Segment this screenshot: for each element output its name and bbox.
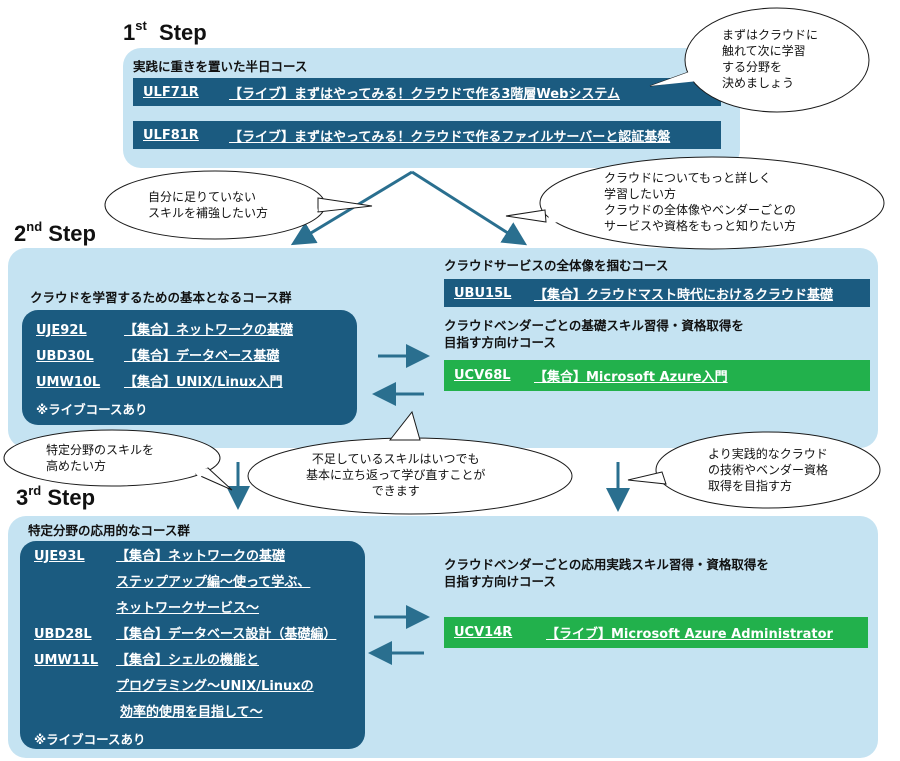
- course-code[interactable]: UCV14R: [454, 625, 513, 640]
- course-title[interactable]: 【集合】ネットワークの基礎: [124, 323, 294, 338]
- course-row[interactable]: UJE92L 【集合】ネットワークの基礎: [36, 322, 293, 340]
- course-title[interactable]: ネットワークサービス～: [116, 601, 260, 616]
- course-row-continued[interactable]: 効率的使用を目指して～: [34, 704, 263, 722]
- course-title[interactable]: 【集合】UNIX/Linux入門: [124, 375, 283, 390]
- course-title[interactable]: 【集合】データベース基礎: [124, 349, 280, 364]
- course-title[interactable]: 【ライブ】まずはやってみる！クラウドで作る3階層Webシステム: [229, 86, 621, 102]
- bubble-mid-right: [505, 156, 885, 250]
- course-title[interactable]: 【ライブ】Microsoft Azure Administrator: [546, 627, 833, 642]
- branch-arrow-right: [411, 170, 528, 246]
- step1-heading: 実践に重きを置いた半日コース: [133, 59, 308, 74]
- bubble-low-left: [3, 429, 233, 491]
- course-row[interactable]: UMW10L 【集合】UNIX/Linux入門: [36, 374, 283, 392]
- course-code[interactable]: UMW10L: [36, 375, 101, 390]
- course-row[interactable]: UBD30L 【集合】データベース基礎: [36, 348, 279, 366]
- course-code[interactable]: UJE92L: [36, 323, 87, 338]
- step2-title: 2nd Step: [14, 219, 96, 246]
- bubble-low-left-text: 特定分野のスキルを 高めたい方: [46, 443, 155, 473]
- step1-title: 1st Step: [123, 18, 207, 45]
- step2-left-heading: クラウドを学習するための基本となるコース群: [30, 290, 292, 305]
- course-ucv14r[interactable]: UCV14R 【ライブ】Microsoft Azure Administrato…: [444, 617, 868, 648]
- course-title[interactable]: 【集合】ネットワークの基礎: [116, 549, 286, 564]
- bubble-mid-left: [104, 170, 373, 240]
- step3-left-heading: 特定分野の応用的なコース群: [28, 523, 190, 538]
- step3-right-heading: クラウドベンダーごとの応用実践スキル習得・資格取得を 目指す方向けコース: [444, 557, 769, 589]
- course-title[interactable]: 【集合】データベース設計（基礎編）: [116, 627, 337, 642]
- course-ulf81r[interactable]: ULF81R 【ライブ】まずはやってみる！クラウドで作るファイルサーバーと認証基…: [133, 121, 721, 149]
- bubble-low-right: [627, 431, 881, 509]
- course-code[interactable]: UBD30L: [36, 349, 94, 364]
- course-title[interactable]: プログラミング～UNIX/Linuxの: [116, 679, 314, 694]
- course-row-continued[interactable]: プログラミング～UNIX/Linuxの: [34, 678, 314, 696]
- course-title[interactable]: 【集合】クラウドマスト時代におけるクラウド基礎: [534, 287, 834, 303]
- bubble-low-center: [247, 410, 573, 515]
- course-code[interactable]: UCV68L: [454, 368, 511, 383]
- bubble-top-right: [649, 7, 870, 113]
- course-code[interactable]: UBU15L: [454, 285, 512, 301]
- course-title[interactable]: 【集合】シェルの機能と: [116, 653, 260, 668]
- bubble-mid-left-text: 自分に足りていない スキルを補強したい方: [148, 190, 269, 220]
- course-title[interactable]: 【ライブ】まずはやってみる！クラウドで作るファイルサーバーと認証基盤: [229, 129, 671, 145]
- course-code[interactable]: ULF81R: [143, 127, 199, 143]
- course-title[interactable]: 【集合】Microsoft Azure入門: [534, 370, 728, 385]
- course-row[interactable]: UJE93L 【集合】ネットワークの基礎: [34, 548, 285, 566]
- course-code[interactable]: UBD28L: [34, 627, 92, 642]
- live-course-note: ※ライブコースあり: [36, 402, 148, 417]
- course-row[interactable]: UBD28L 【集合】データベース設計（基礎編）: [34, 626, 336, 644]
- course-code[interactable]: UMW11L: [34, 653, 99, 668]
- bubble-mid-right-text: クラウドについてもっと詳しく 学習したい方 クラウドの全体像やベンダーごとの サ…: [604, 171, 797, 233]
- live-course-note: ※ライブコースあり: [34, 732, 146, 747]
- step2-right-heading2: クラウドベンダーごとの基礎スキル習得・資格取得を 目指す方向けコース: [444, 318, 744, 350]
- course-row[interactable]: UMW11L 【集合】シェルの機能と: [34, 652, 259, 670]
- step3-title: 3rd Step: [16, 483, 96, 510]
- course-title[interactable]: 効率的使用を目指して～: [120, 705, 263, 720]
- course-code[interactable]: ULF71R: [143, 84, 199, 100]
- step3-applied-courses-box: [20, 541, 365, 749]
- course-code[interactable]: UJE93L: [34, 549, 85, 564]
- course-row-continued[interactable]: ネットワークサービス～: [34, 600, 259, 618]
- step2-basic-courses-box: [22, 310, 357, 425]
- bubble-low-right-text: より実践的なクラウド の技術やベンダー資格 取得を目指す方: [708, 447, 829, 493]
- course-ubu15l[interactable]: UBU15L 【集合】クラウドマスト時代におけるクラウド基礎: [444, 279, 870, 307]
- course-ulf71r[interactable]: ULF71R 【ライブ】まずはやってみる！クラウドで作る3階層Webシステム: [133, 78, 721, 106]
- course-row-continued[interactable]: ステップアップ編～使って学ぶ、: [34, 574, 310, 592]
- course-ucv68l[interactable]: UCV68L 【集合】Microsoft Azure入門: [444, 360, 870, 391]
- course-title[interactable]: ステップアップ編～使って学ぶ、: [116, 575, 311, 590]
- bubble-low-center-text: 不足しているスキルはいつでも 基本に立ち返って学び直すことが できます: [306, 452, 486, 498]
- step2-right-heading1: クラウドサービスの全体像を掴むコース: [444, 258, 669, 273]
- bubble-top-right-text: まずはクラウドに 触れて次に学習 する分野を 決めましょう: [722, 28, 819, 90]
